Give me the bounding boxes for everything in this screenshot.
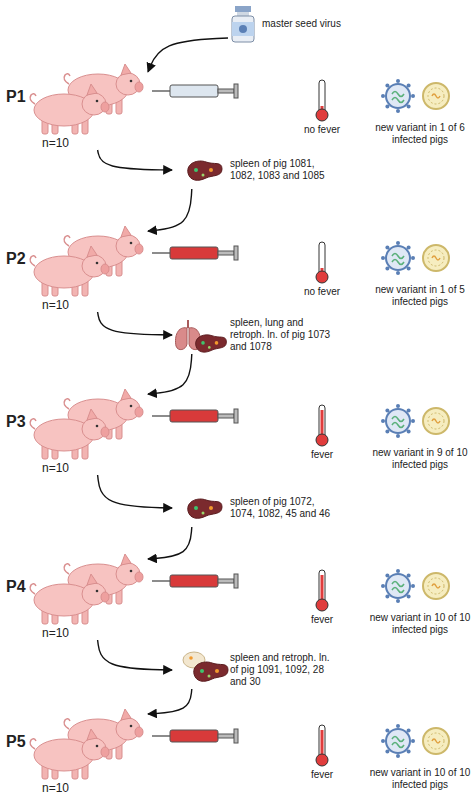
pig-group-icon: [30, 226, 143, 296]
thermometer-icon: [316, 570, 328, 611]
variant-result: new variant in 1 of 5 infected pigs: [366, 284, 474, 308]
spleen-icon: [196, 335, 227, 352]
passage-label: P5: [6, 733, 26, 751]
group-size: n=10: [42, 626, 69, 640]
sample-label: spleen and retroph. ln. of pig 1091, 109…: [230, 652, 337, 688]
spleen-icon: [188, 499, 222, 518]
sample-node: spleen and retroph. ln. of pig 1091, 109…: [172, 651, 337, 689]
flow-arrow: [98, 312, 172, 335]
virus-icon: [381, 569, 415, 603]
source-node: master seed virus: [228, 4, 346, 44]
variant-result: new variant in 10 of 10 infected pigs: [366, 612, 474, 636]
fever-status: fever: [287, 769, 357, 781]
fever-status: no fever: [287, 124, 357, 136]
thermometer-icon: [316, 725, 328, 766]
fever-status: no fever: [287, 286, 357, 298]
pig-group-node: P3 n=10: [4, 383, 148, 475]
syringe-icon: [152, 409, 238, 423]
passage-label: P3: [6, 413, 26, 431]
sample-node: spleen of pig 1081, 1082, 1083 and 1085: [172, 151, 337, 189]
sample-label: spleen of pig 1081, 1082, 1083 and 1085: [230, 158, 337, 182]
flow-arrow: [148, 354, 192, 394]
pig-group-icon: [30, 64, 143, 134]
fever-status: fever: [287, 449, 357, 461]
group-size: n=10: [42, 136, 69, 150]
group-size: n=10: [42, 781, 69, 795]
pig-group-node: P1 n=10: [4, 58, 148, 150]
flow-arrow: [148, 527, 192, 559]
flow-arrow: [148, 189, 192, 231]
pig-group-node: P5 n=10: [4, 703, 148, 795]
virus-icon: [423, 408, 449, 434]
virus-icon: [423, 573, 449, 599]
sample-node: spleen of pig 1072, 1074, 1082, 45 and 4…: [172, 489, 337, 527]
fever-status: fever: [287, 614, 357, 626]
group-size: n=10: [42, 461, 69, 475]
passage-label: P2: [6, 250, 26, 268]
spleen-icon: [194, 662, 228, 681]
group-size: n=10: [42, 298, 69, 312]
pig-group-node: P4 n=10: [4, 548, 148, 640]
flow-arrow: [98, 640, 172, 670]
sample-label: spleen, lung and retroph. ln. of pig 107…: [230, 317, 337, 353]
thermometer-icon: [316, 80, 328, 121]
thermometer-icon: [316, 405, 328, 446]
virus-icon: [381, 404, 415, 438]
syringe-icon: [152, 729, 238, 743]
pig-group-icon: [30, 389, 143, 459]
virus-icon: [381, 241, 415, 275]
flow-arrow: [148, 38, 228, 72]
virus-icon: [423, 245, 449, 271]
syringe-icon: [152, 574, 238, 588]
syringe-icon: [152, 246, 238, 260]
virus-icon: [381, 724, 415, 758]
sample-label: spleen of pig 1072, 1074, 1082, 45 and 4…: [230, 496, 337, 520]
sample-node: spleen, lung and retroph. ln. of pig 107…: [172, 316, 337, 354]
virus-icon: [381, 79, 415, 113]
passage-label: P4: [6, 578, 26, 596]
variant-result: new variant in 9 of 10 infected pigs: [366, 447, 474, 471]
passage-label: P1: [6, 88, 26, 106]
flow-arrow: [148, 689, 192, 714]
pig-group-node: P2 n=10: [4, 220, 148, 312]
pig-group-icon: [30, 554, 143, 624]
spleen-icon: [188, 161, 222, 180]
flow-arrow: [98, 475, 172, 508]
variant-result: new variant in 1 of 6 infected pigs: [366, 122, 474, 146]
source-label: master seed virus: [262, 18, 341, 30]
variant-result: new variant in 10 of 10 infected pigs: [366, 767, 474, 791]
virus-icon: [423, 83, 449, 109]
connector-layer: [98, 38, 228, 714]
virus-icon: [423, 728, 449, 754]
flow-arrow: [98, 150, 172, 170]
thermometer-icon: [316, 242, 328, 283]
syringe-icon: [152, 84, 238, 98]
pig-group-icon: [30, 709, 143, 779]
vial-icon: [232, 6, 254, 42]
